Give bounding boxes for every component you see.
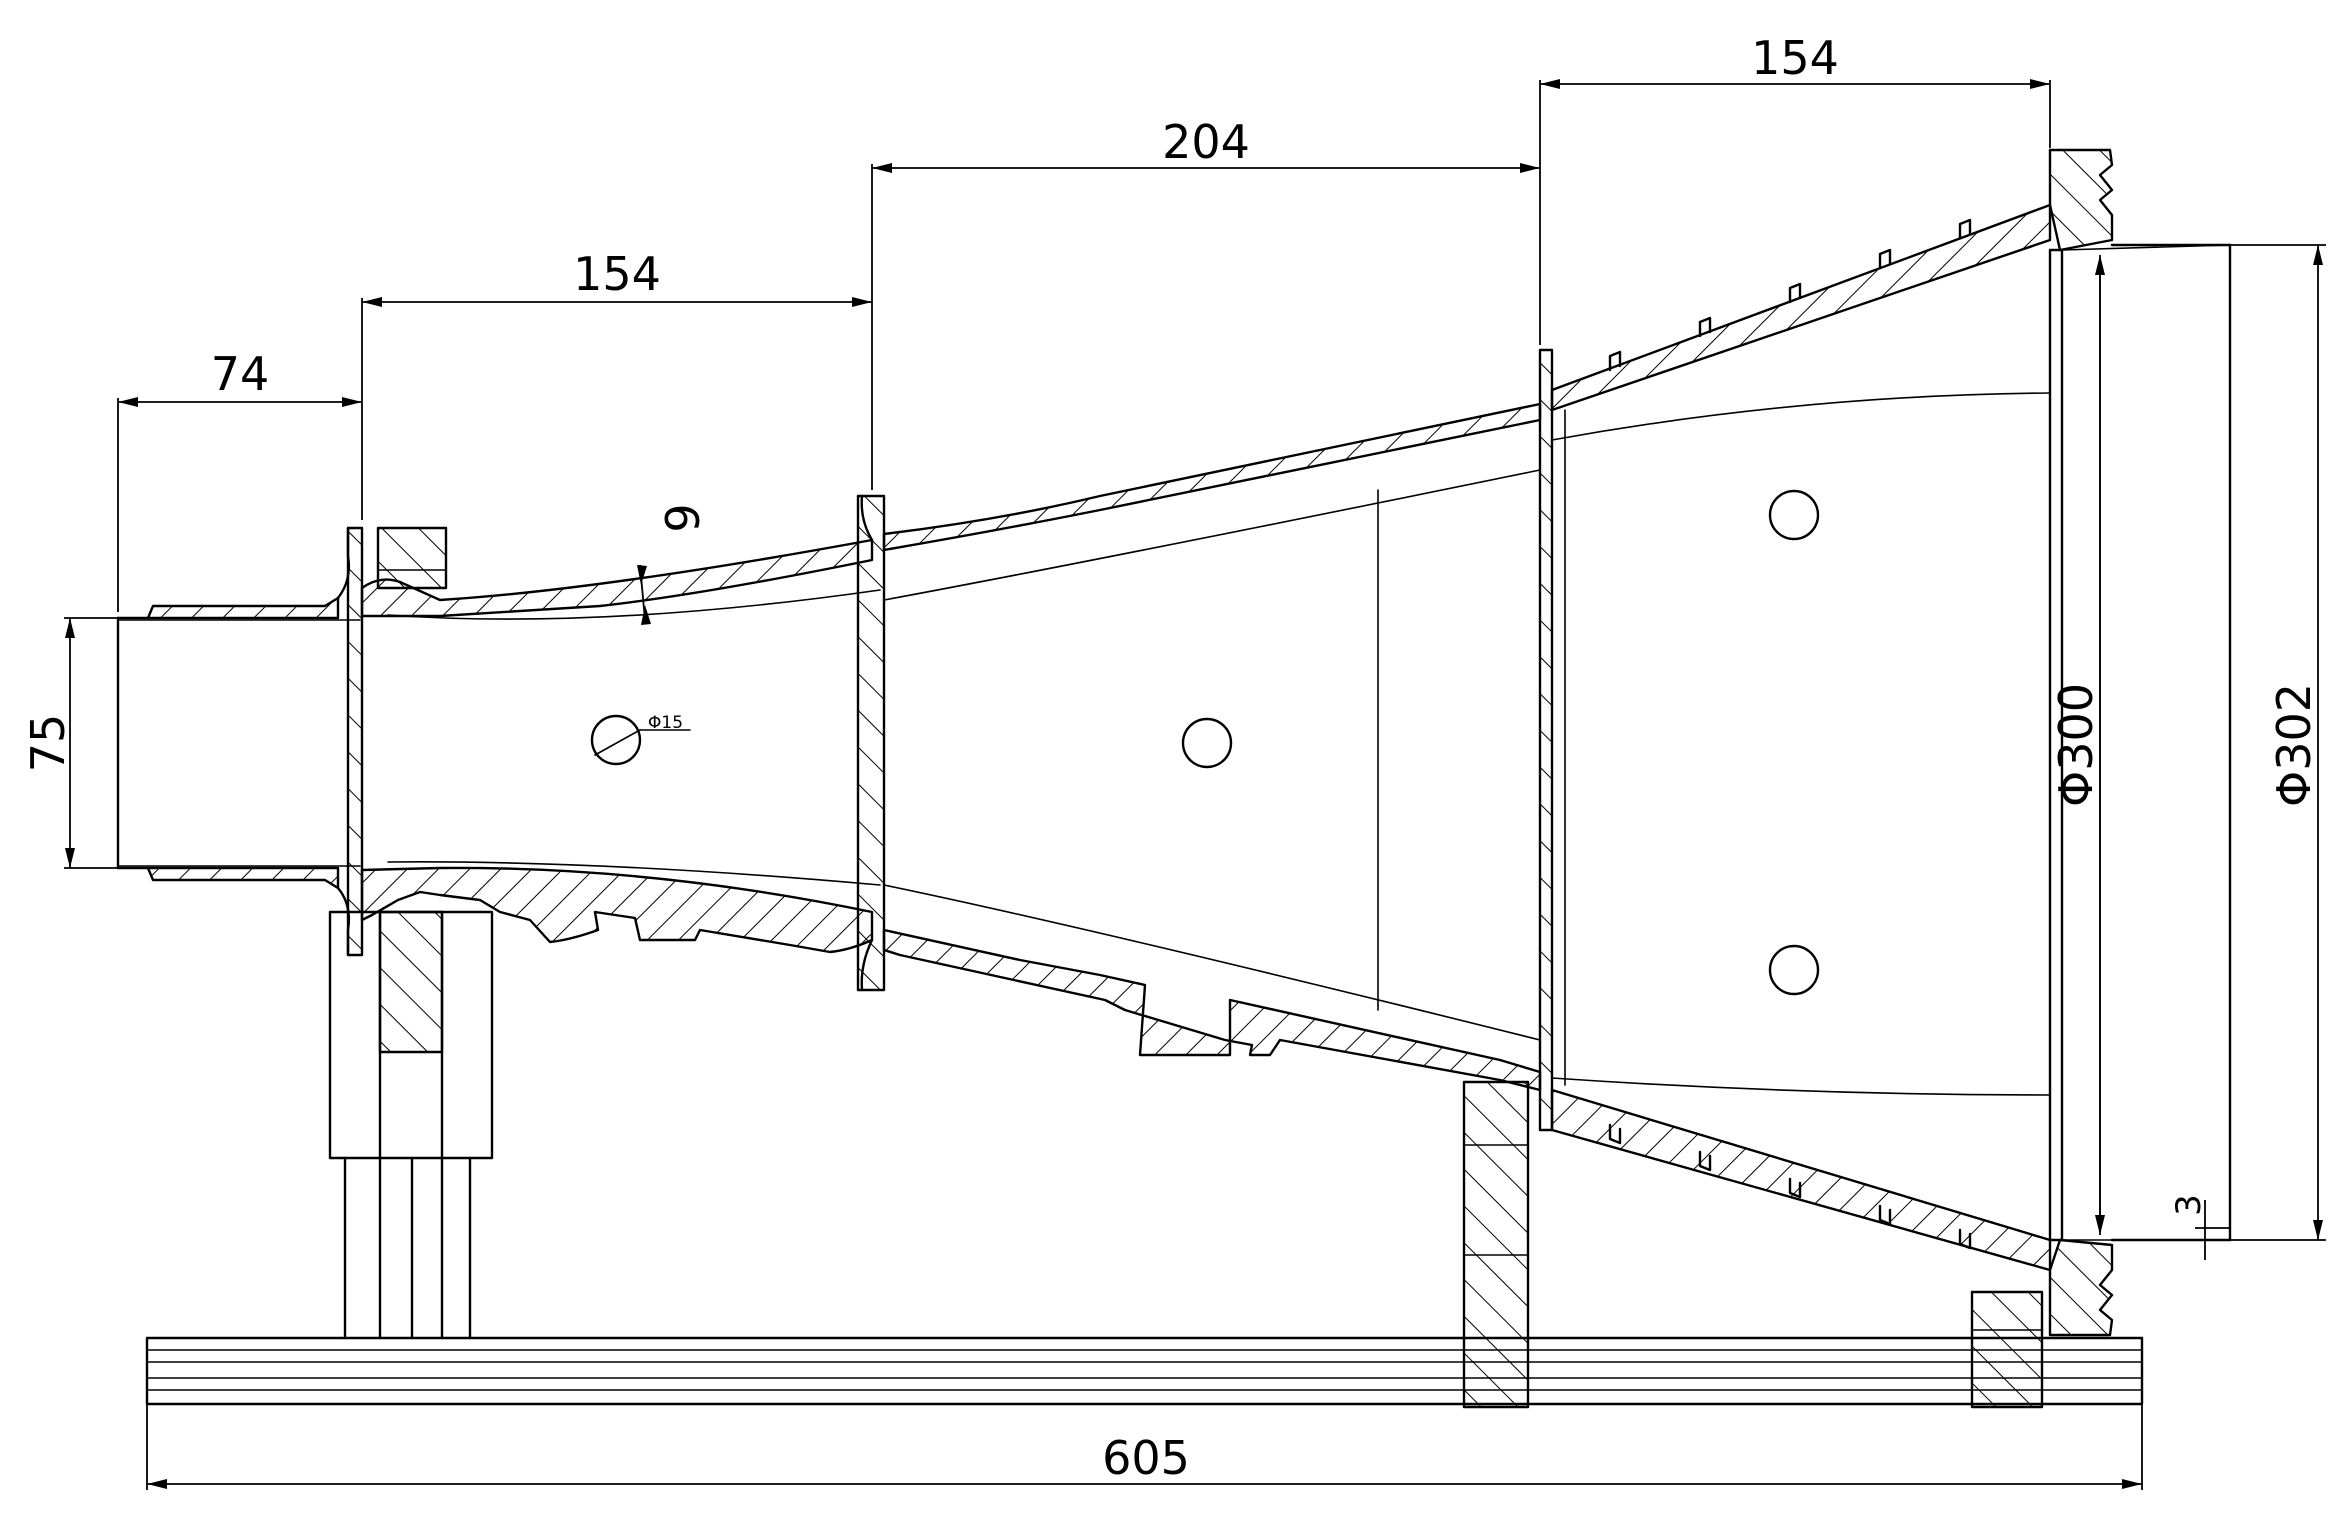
hole-2-icon [1181,717,1233,769]
inlet-pipe [116,596,361,890]
dimension-74-label: 74 [211,347,270,401]
support-right [1970,1290,2044,1409]
dimension-605 [146,1404,2143,1490]
dimension-154-b-label: 154 [1751,31,1839,85]
dimension-75-label: 75 [21,714,75,773]
hole-4-icon [1768,944,1820,996]
dimension-605-label: 605 [1102,1431,1190,1485]
lower-notches [1608,1123,1972,1250]
dimension-6 [637,564,651,625]
dimension-3 [2195,1200,2230,1260]
dimension-3-label: 3 [2169,1194,2209,1216]
dimension-154-a [361,297,873,490]
dimension-204 [871,163,1541,345]
hole-1-icon [590,714,691,766]
section-3 [882,402,1542,1092]
dimension-phi302-label: Φ302 [2267,683,2321,807]
section-4 [1538,203,2052,1272]
flange-2 [856,494,886,992]
dimension-phi300-label: Φ300 [2049,683,2103,807]
flange-1 [336,526,364,957]
upper-notches [1608,218,1972,372]
dimension-75 [64,617,118,869]
dimension-phi302 [2230,244,2326,1241]
hole-diameter-label: Φ15 [648,713,683,733]
dimension-154-b [1539,79,2051,164]
support-middle [1462,1080,1530,1409]
dimension-phi300 [2095,255,2105,1235]
dimension-154-a-label: 154 [573,247,661,301]
section-2 [360,538,881,954]
dimension-6-label: 6 [654,503,708,532]
dimension-204-label: 204 [1162,115,1250,169]
support-left [328,910,494,1340]
dimension-74 [117,397,363,612]
hole-3-icon [1768,489,1820,541]
base-rail [145,1336,2144,1406]
